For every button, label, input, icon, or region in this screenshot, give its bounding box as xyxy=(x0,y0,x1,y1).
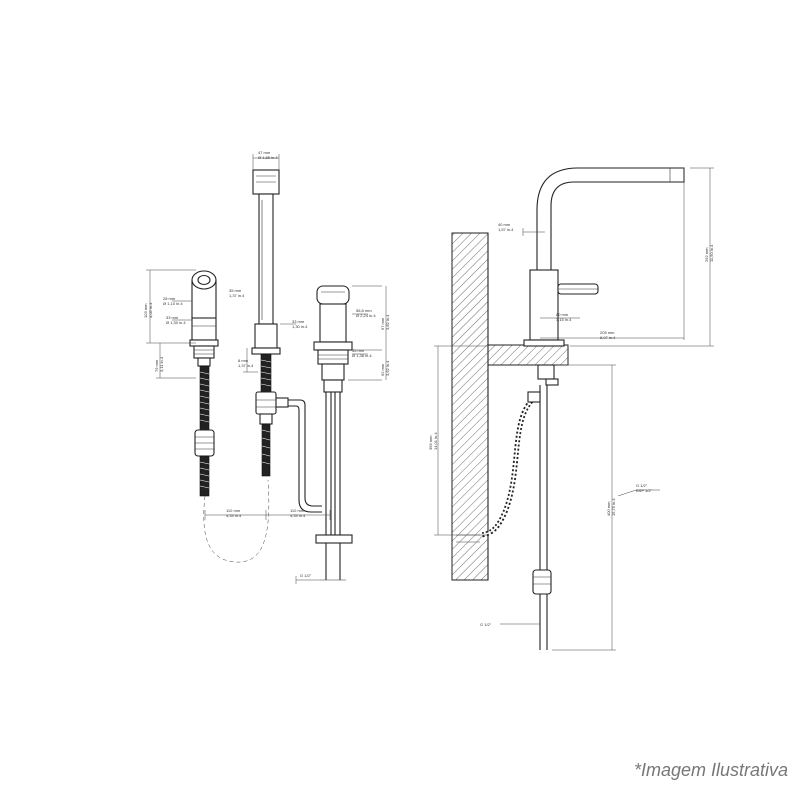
illustrative-caption: *Imagem Ilustrativa xyxy=(633,760,788,780)
spray-head-unit xyxy=(189,270,219,497)
dim-side-bottom: G 1/2" xyxy=(480,622,492,627)
spout xyxy=(536,167,685,271)
dim-side-hose-right: 400 mm15,75 in.4 xyxy=(606,498,616,516)
countertop-section xyxy=(451,232,489,581)
dimension-lines xyxy=(146,154,714,651)
dim-bottom-left: G 1/2" xyxy=(300,573,312,578)
dim-side-total: 292 mm11,50 in.4 xyxy=(704,244,714,262)
dim-left-height: 103 mm4,05 in.4 xyxy=(143,302,153,318)
pull-out-column xyxy=(251,169,289,477)
dim-mid-height: 97 mm3,82 in.4 xyxy=(380,314,390,330)
side-elevation xyxy=(451,167,685,650)
mixer-valve-unit xyxy=(313,285,353,581)
countertop-slab xyxy=(487,344,569,366)
dim-side-hose-left: 356 mm14,01 in.4 xyxy=(428,432,438,450)
dim-mid-lower: 92 mm3,62 in.4 xyxy=(380,360,390,376)
connecting-pipe xyxy=(288,399,322,507)
hose-loop xyxy=(203,479,270,563)
dim-left-lower: 79 mm3,11 in.4 xyxy=(154,356,164,372)
dim-side-callout: G 1/2"BSP 1/2" xyxy=(636,483,653,493)
